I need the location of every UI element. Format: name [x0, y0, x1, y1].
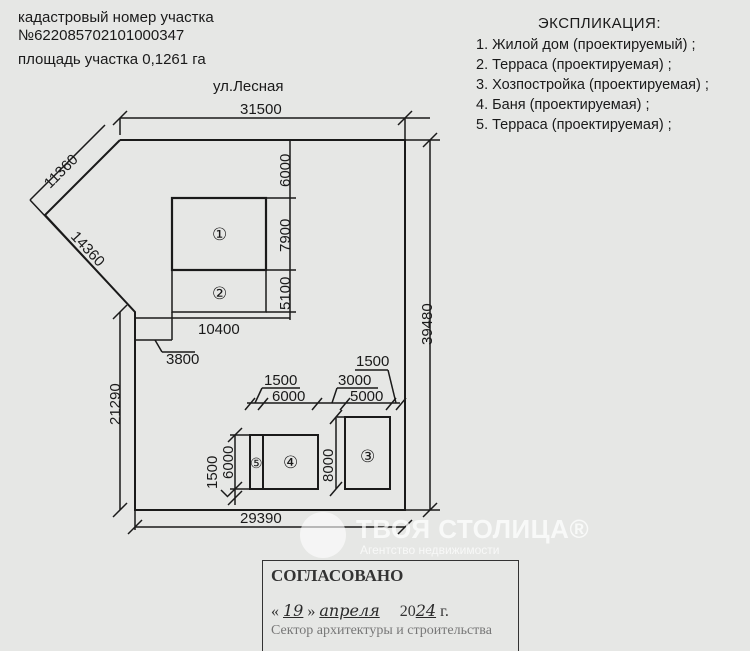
- dim-diag-bottom: 14360: [67, 228, 108, 270]
- explication: ЭКСПЛИКАЦИЯ: 1. Жилой дом (проектируемый…: [476, 14, 709, 135]
- building-2-terrace: [171, 269, 267, 313]
- explication-item: 2. Терраса (проектируемая) ;: [476, 57, 672, 73]
- explication-title: ЭКСПЛИКАЦИЯ:: [537, 15, 662, 32]
- dim-right: 39480: [419, 303, 436, 345]
- quote: «: [271, 603, 279, 620]
- building-4-sauna: [262, 434, 319, 490]
- stamp-year-prefix: 20: [399, 603, 416, 620]
- building-1-label: ①: [212, 225, 227, 244]
- cadastral-label: кадастровый номер участка: [18, 9, 214, 26]
- explication-item: 4. Баня (проектируемая) ;: [476, 97, 650, 113]
- stamp-date: « 19 » апреля 2024 г.: [271, 601, 449, 621]
- stamp-year-suffix: 24: [415, 601, 437, 620]
- dim-sauna-offset-bottom: 1500: [204, 456, 221, 489]
- dim-house-offset-x: 10400: [198, 321, 240, 338]
- dim-shed-offset-right: 1500: [356, 353, 389, 370]
- site-plan: 31500 11360 14360 39480 21290 29390 3800…: [29, 101, 440, 535]
- stamp-year-unit: г.: [440, 603, 449, 620]
- dim-sauna-w: 6000: [272, 388, 305, 405]
- watermark-subtitle: Агентство недвижимости: [360, 543, 500, 557]
- dim-shed-w: 5000: [350, 388, 383, 405]
- dim-left: 21290: [107, 383, 124, 425]
- stamp-day: 19: [283, 601, 304, 620]
- explication-item: 1. Жилой дом (проектируемый) ;: [476, 37, 696, 53]
- stamp-org: Сектор архитектуры и строительства: [271, 623, 492, 638]
- plot-area: площадь участка 0,1261 га: [18, 51, 206, 68]
- dim-top: 31500: [240, 101, 282, 118]
- street-name: ул.Лесная: [213, 78, 284, 95]
- building-5-label: ⑤: [250, 455, 263, 471]
- quote: »: [307, 603, 316, 620]
- dim-offset-left: 3800: [166, 351, 199, 368]
- dim-sauna-depth: 6000: [220, 446, 237, 479]
- building-3-shed: [344, 416, 391, 490]
- approval-stamp: СОГЛАСОВАНО « 19 » апреля 2024 г. Сектор…: [262, 560, 519, 651]
- stamp-month: апреля: [319, 601, 380, 620]
- stamp-title: СОГЛАСОВАНО: [271, 566, 404, 585]
- explication-item: 3. Хозпостройка (проектируемая) ;: [476, 77, 709, 93]
- dim-bottom: 29390: [240, 510, 282, 527]
- explication-item: 5. Терраса (проектируемая) ;: [476, 117, 672, 133]
- dim-house-offset-top: 6000: [277, 154, 294, 187]
- building-2-label: ②: [212, 284, 227, 303]
- building-4-label: ④: [283, 453, 298, 472]
- dim-house-depth: 7900: [277, 219, 294, 252]
- building-3-label: ③: [360, 447, 375, 466]
- watermark-name: ТВОЯ СТОЛИЦА®: [356, 514, 590, 544]
- dim-terrace-depth: 5100: [277, 277, 294, 310]
- dim-shed-gap: 3000: [338, 372, 371, 389]
- dim-shed-depth: 8000: [320, 449, 337, 482]
- watermark-logo-icon: [300, 512, 346, 558]
- cadastral-number: №622085702101000347: [18, 27, 185, 44]
- dim-sauna-terrace-w: 1500: [264, 372, 297, 389]
